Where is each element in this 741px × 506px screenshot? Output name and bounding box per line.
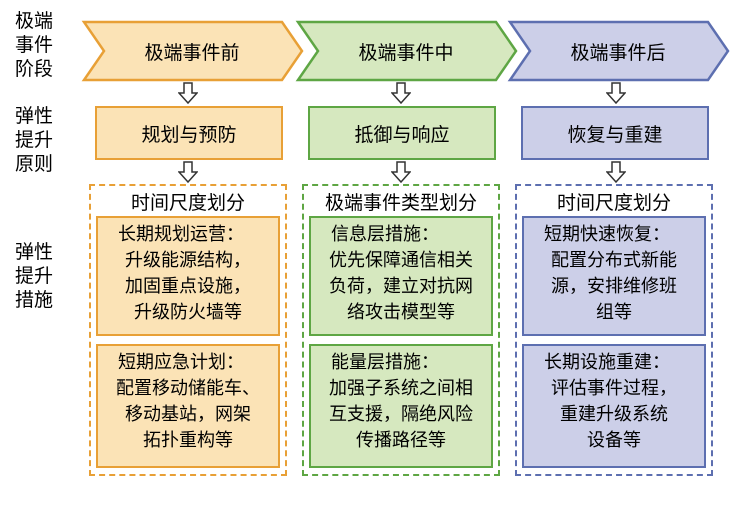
- measures-panel-after: 时间尺度划分: [515, 184, 713, 476]
- measure-box: 短期快速恢复： 配置分布式新能 源，安排维修班 组等: [522, 216, 706, 336]
- measure-line: 互支援，隔绝风险: [329, 404, 473, 425]
- measure-line: 信息层措施：: [331, 224, 439, 245]
- measure-box: 能量层措施： 加强子系统之间相 互支援，隔绝风险 传播路径等: [309, 344, 493, 468]
- panel-title: 时间尺度划分: [517, 186, 711, 216]
- principle-label: 抵御与响应: [354, 123, 450, 146]
- down-arrow-icon: [391, 161, 411, 183]
- principle-label: 规划与预防: [141, 123, 237, 146]
- measure-box: 长期设施重建： 评估事件过程， 重建升级系统 设备等: [522, 344, 706, 468]
- measure-line: 配置分布式新能: [551, 250, 677, 271]
- row-label-line: 提升: [14, 129, 53, 151]
- row-label-line: 事件: [14, 34, 53, 56]
- measure-line: 移动基站，网架: [125, 404, 251, 425]
- principle-box-before: 规划与预防: [95, 106, 283, 160]
- measure-box: 长期规划运营： 升级能源结构， 加固重点设施， 升级防火墙等: [96, 216, 280, 336]
- stage-label-after: 极端事件后: [570, 41, 666, 64]
- row-label-line: 弹性: [14, 105, 53, 127]
- measure-line: 源，安排维修班: [551, 276, 677, 297]
- row-label-line: 阶段: [14, 58, 53, 80]
- measure-line: 长期规划运营：: [118, 224, 244, 245]
- principle-label: 恢复与重建: [567, 123, 663, 146]
- measure-line: 传播路径等: [356, 430, 446, 451]
- panel-title: 时间尺度划分: [91, 186, 285, 216]
- down-arrow-icon: [606, 82, 626, 104]
- measure-line: 设备等: [587, 430, 641, 451]
- measure-line: 拓扑重构等: [143, 430, 233, 451]
- down-arrow-icon: [178, 82, 198, 104]
- measure-line: 组等: [596, 302, 632, 323]
- row-label-line: 极端: [14, 10, 53, 32]
- measure-line: 配置移动储能车、: [116, 378, 260, 399]
- measures-panel-before: 时间尺度划分: [89, 184, 287, 476]
- row-label-line: 原则: [14, 153, 53, 175]
- measure-box: 短期应急计划： 配置移动储能车、 移动基站，网架 拓扑重构等: [96, 344, 280, 468]
- stage-chevron-after: [507, 20, 730, 82]
- measure-line: 升级能源结构，: [125, 250, 251, 271]
- row-label-line: 弹性: [14, 241, 53, 263]
- measures-panel-during: 极端事件类型划分: [302, 184, 500, 476]
- principle-box-during: 抵御与响应: [308, 106, 496, 160]
- measure-line: 评估事件过程，: [551, 378, 677, 399]
- measure-line: 加强子系统之间相: [329, 378, 473, 399]
- measure-line: 短期应急计划：: [118, 352, 244, 373]
- measure-line: 负荷，建立对抗网: [329, 276, 473, 297]
- measure-line: 优先保障通信相关: [329, 250, 473, 271]
- measure-line: 短期快速恢复：: [544, 224, 670, 245]
- panel-title: 极端事件类型划分: [304, 186, 498, 216]
- measure-line: 长期设施重建：: [544, 352, 670, 373]
- stage-label-before: 极端事件前: [144, 41, 240, 64]
- down-arrow-icon: [606, 161, 626, 183]
- row-label-line: 措施: [14, 289, 53, 311]
- measure-line: 重建升级系统: [560, 404, 668, 425]
- measure-line: 能量层措施：: [331, 352, 439, 373]
- measure-line: 加固重点设施，: [125, 276, 251, 297]
- row-label-measures: 弹性 提升 措施: [4, 240, 64, 312]
- row-label-stage: 极端 事件 阶段: [4, 9, 64, 81]
- measure-line: 络攻击模型等: [347, 302, 455, 323]
- stage-chevron-before: [81, 20, 304, 82]
- stage-label-during: 极端事件中: [358, 41, 454, 64]
- row-label-line: 提升: [14, 265, 53, 287]
- principle-box-after: 恢复与重建: [521, 106, 709, 160]
- row-label-principle: 弹性 提升 原则: [4, 104, 64, 176]
- measure-line: 升级防火墙等: [134, 302, 242, 323]
- measure-box: 信息层措施： 优先保障通信相关 负荷，建立对抗网 络攻击模型等: [309, 216, 493, 336]
- stage-chevron-during: [295, 20, 518, 82]
- down-arrow-icon: [178, 161, 198, 183]
- down-arrow-icon: [391, 82, 411, 104]
